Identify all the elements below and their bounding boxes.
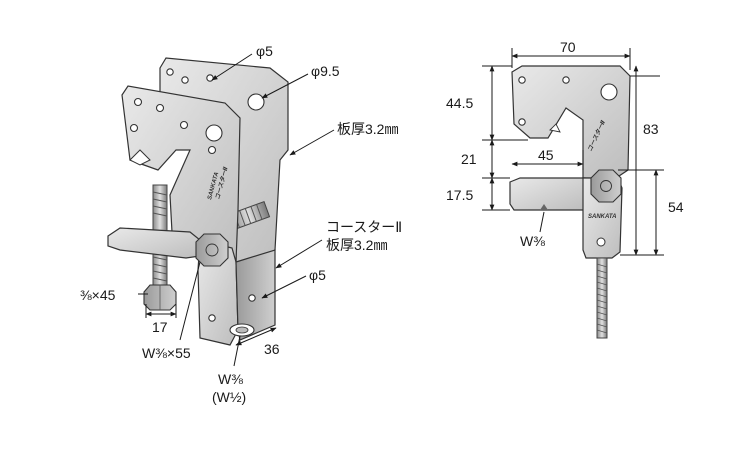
label-plate-thickness-top: 板厚3.2㎜ (337, 121, 398, 137)
side-dimension-lines (482, 48, 664, 256)
side-upper-plate (511, 65, 631, 179)
side-dim-h-top: 44.5 (446, 95, 473, 111)
front-plate-holes (129, 97, 223, 155)
label-plate-thickness-bottom: 板厚3.2㎜ (326, 237, 387, 253)
label-hole-large: φ9.5 (311, 63, 340, 79)
side-jaw (509, 177, 586, 211)
label-bolt-spec: ⅜×45 (80, 287, 116, 303)
label-product-name: コースターⅡ (326, 219, 402, 235)
side-dim-lower-h: 54 (668, 199, 684, 215)
dim-17-line (145, 304, 177, 318)
side-dim-width: 70 (560, 39, 576, 55)
isometric-view: SANKATA コースターⅡ (80, 43, 402, 405)
hanger-nut (195, 233, 229, 267)
label-hole-small: φ5 (256, 43, 273, 59)
label-thread-b: (W½) (212, 389, 246, 405)
side-view: コースターⅡ SANKATA (446, 39, 684, 339)
side-dim-depth: 45 (538, 147, 554, 163)
side-dim-h-jaw: 17.5 (446, 187, 473, 203)
side-thread-label: W⅜ (520, 233, 545, 249)
leader-lines (138, 53, 335, 367)
label-dim-36: 36 (264, 341, 280, 357)
side-dim-h-gap: 21 (461, 151, 477, 167)
label-stud-spec: W⅜×55 (142, 345, 191, 361)
label-thread-a: W⅜ (218, 371, 243, 387)
side-brand-logo: SANKATA (588, 214, 616, 220)
dim-36-line (235, 327, 277, 346)
side-dim-total-h: 83 (643, 121, 659, 137)
label-dim-17: 17 (152, 319, 168, 335)
side-threaded-rod (596, 257, 608, 339)
side-holes (518, 76, 618, 126)
clamp-jaw (107, 227, 201, 259)
label-hole-lower: φ5 (309, 267, 326, 283)
